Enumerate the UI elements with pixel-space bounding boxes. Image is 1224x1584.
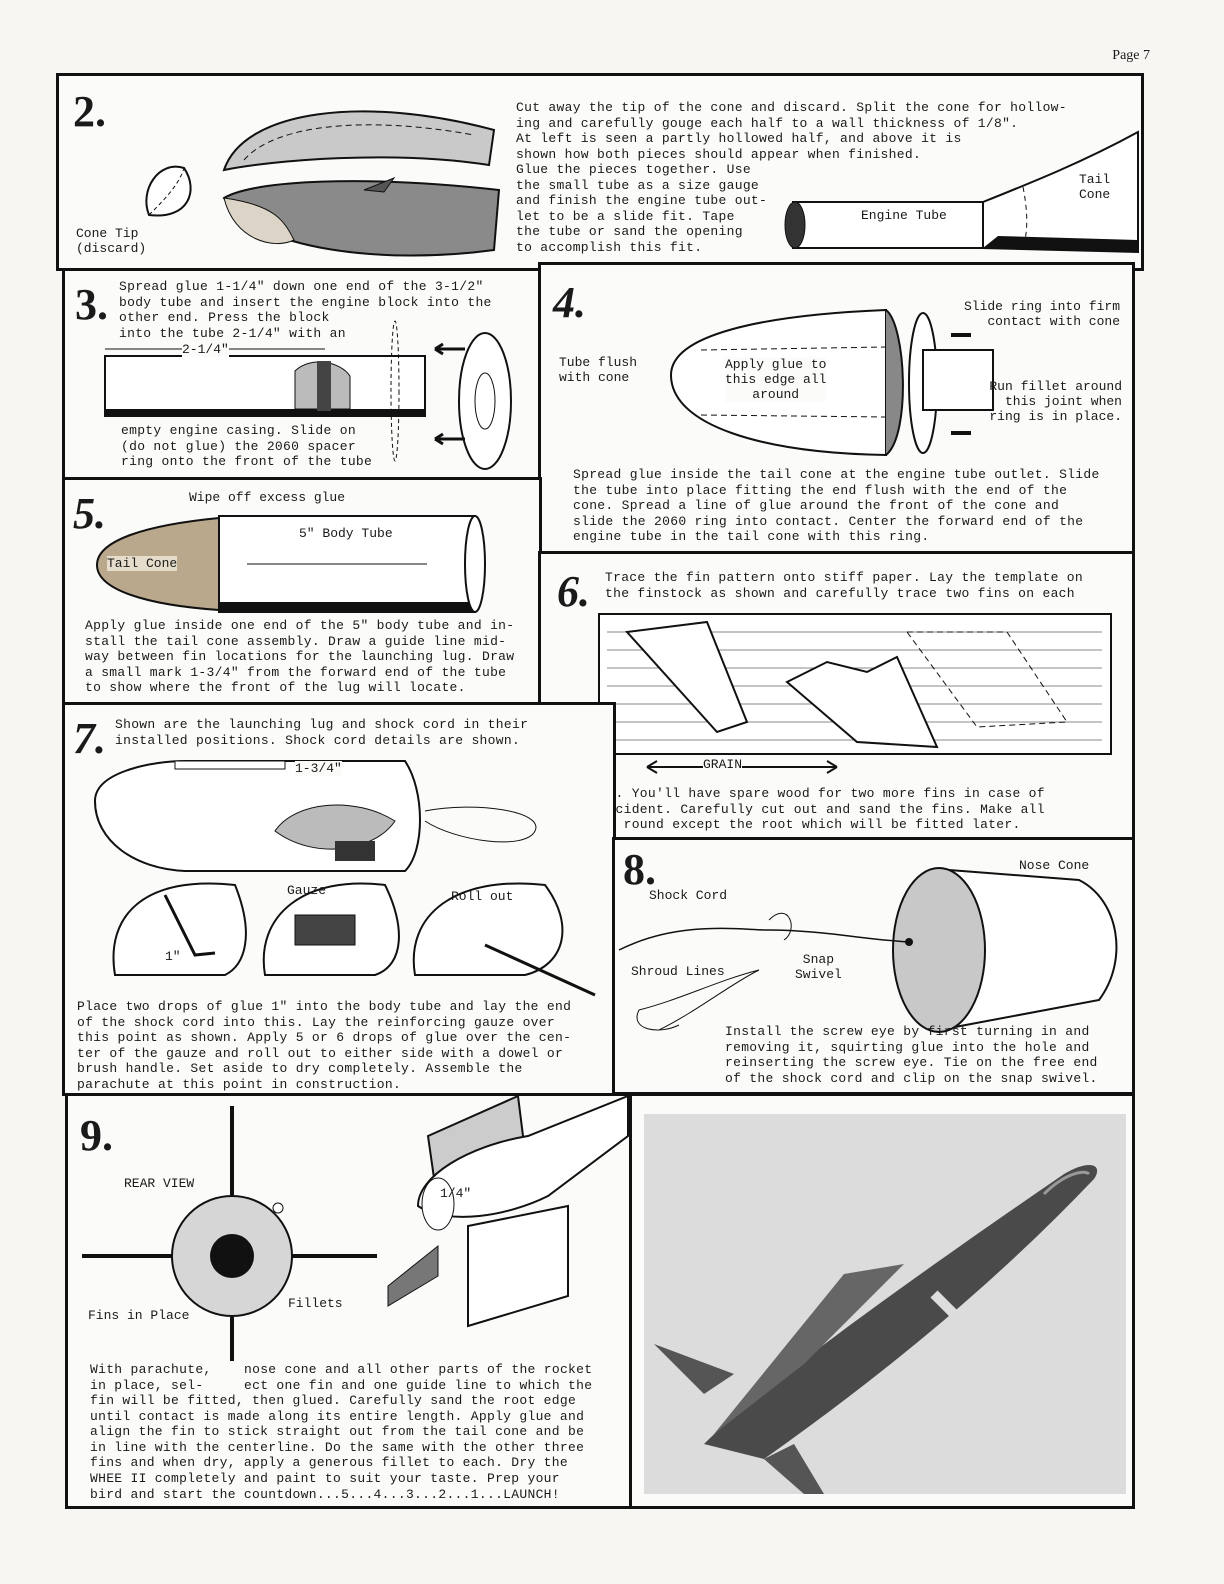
page-number: Page 7: [1112, 48, 1150, 63]
cone-tip-label: Cone Tip (discard): [76, 226, 147, 256]
step-5-text: Apply glue inside one end of the 5" body…: [85, 618, 515, 696]
fins-in-place-label: Fins in Place: [88, 1308, 190, 1323]
quarter-inch-label: 1/4": [440, 1186, 472, 1201]
step-3-text: Spread glue 1-1/4" down one end of the 3…: [119, 279, 492, 341]
snap-swivel-label: Snap Swivel: [795, 952, 842, 982]
step-4-text: Spread glue inside the tail cone at the …: [573, 467, 1100, 545]
grain-label: GRAIN: [703, 757, 743, 772]
hollowed-cone-illustration: [222, 110, 501, 257]
step-6-text: Trace the fin pattern onto stiff paper. …: [605, 570, 1083, 601]
step-7-text-continued: Place two drops of glue 1" into the body…: [77, 999, 572, 1092]
step-5-panel: 5. Wipe off excess glue 5" Body Tube Tai…: [62, 477, 542, 705]
tube-flush-label: Tube flush with cone: [559, 355, 638, 385]
step-6-number: 6.: [557, 567, 590, 616]
step-3-panel: 3. Spread glue 1-1/4" down one end of th…: [62, 268, 542, 480]
wipe-glue-label: Wipe off excess glue: [189, 490, 346, 505]
engine-tube-gauge-illustration: [784, 130, 1139, 254]
step-7-text: Shown are the launching lug and shock co…: [115, 717, 529, 748]
step-3-dimension-label: 2-1/4": [182, 342, 229, 357]
step-7-panel: 7. Shown are the launching lug and shock…: [62, 702, 616, 1096]
step-5-number: 5.: [73, 489, 106, 538]
rear-view-label: REAR VIEW: [124, 1176, 195, 1191]
cone-tip-illustration: [145, 165, 192, 217]
tail-cone-label: Tail Cone: [1079, 172, 1111, 202]
nose-cone-screw-eye-illustration: [618, 867, 1118, 1033]
step-9-number: 9.: [80, 1111, 113, 1160]
step-7-number: 7.: [73, 714, 106, 763]
roll-out-label: Roll out: [451, 889, 514, 904]
tail-cone-ring-illustration: [669, 308, 994, 457]
shroud-lines-label: Shroud Lines: [631, 964, 725, 979]
step-2-number: 2.: [73, 87, 106, 136]
gauze-label: Gauze: [287, 883, 327, 898]
step-9-panel: 9. REAR VIEW 1/4" Fins in Place Fillets …: [65, 1093, 632, 1509]
step-6-text-continued: piece. You'll have spare wood for two mo…: [575, 786, 1045, 833]
step-2-text-continued: Glue the pieces together. Use the small …: [516, 162, 768, 255]
step-3-text-continued: empty engine casing. Slide on (do not gl…: [121, 423, 373, 470]
launch-lug-shock-cord-illustration: [93, 760, 537, 872]
nose-cone-label: Nose Cone: [1019, 858, 1090, 873]
slide-ring-label: Slide ring into firm contact with cone: [963, 299, 1120, 329]
step-9-text-c: fin will be fitted, then glued. Carefull…: [90, 1393, 585, 1502]
shock-cord-label: Shock Cord: [649, 888, 728, 903]
body-tube-label: 5" Body Tube: [299, 526, 393, 541]
engine-tube-label: Engine Tube: [861, 208, 947, 223]
step-4-panel: 4. Slide ring into firm contact with con…: [538, 262, 1135, 554]
step-3-number: 3.: [75, 280, 108, 329]
step-2-text: Cut away the tip of the cone and discard…: [516, 100, 1067, 162]
fin-attachment-illustration: [387, 1096, 629, 1328]
gauze-detail-illustration: [112, 882, 596, 997]
step-8-panel: 8. Nose Cone Shock Cord Shroud Lines Sna…: [612, 837, 1135, 1095]
rocket-photo-panel: [629, 1093, 1135, 1509]
run-fillet-label: Run fillet around this joint when ring i…: [989, 379, 1122, 424]
apply-glue-label: Apply glue to this edge all around: [725, 357, 827, 402]
body-tube-engine-block-illustration: [104, 320, 512, 470]
step-9-text-a: With parachute, in place, sel-: [90, 1362, 212, 1393]
lug-dimension-label: 1-3/4": [295, 761, 342, 776]
tail-cone-label-5: Tail Cone: [107, 556, 178, 571]
step-9-text-b: nose cone and all other parts of the roc…: [244, 1362, 593, 1393]
step-8-text: Install the screw eye by first turning i…: [725, 1024, 1098, 1086]
finstock-grain-illustration: [598, 613, 1112, 774]
fillets-label: Fillets: [288, 1296, 343, 1311]
step-2-panel: 2. Cone Tip (discard) Cut away the tip o…: [56, 73, 1144, 271]
rear-view-fins-illustration: [82, 1106, 377, 1361]
step-6-panel: 6. Trace the fin pattern onto stiff pape…: [538, 551, 1135, 840]
body-tube-tail-cone-illustration: [95, 515, 486, 613]
rocket-photo: [644, 1114, 1126, 1494]
one-inch-label: 1": [165, 949, 181, 964]
step-4-number: 4.: [553, 278, 586, 327]
step-8-number: 8.: [623, 845, 656, 894]
